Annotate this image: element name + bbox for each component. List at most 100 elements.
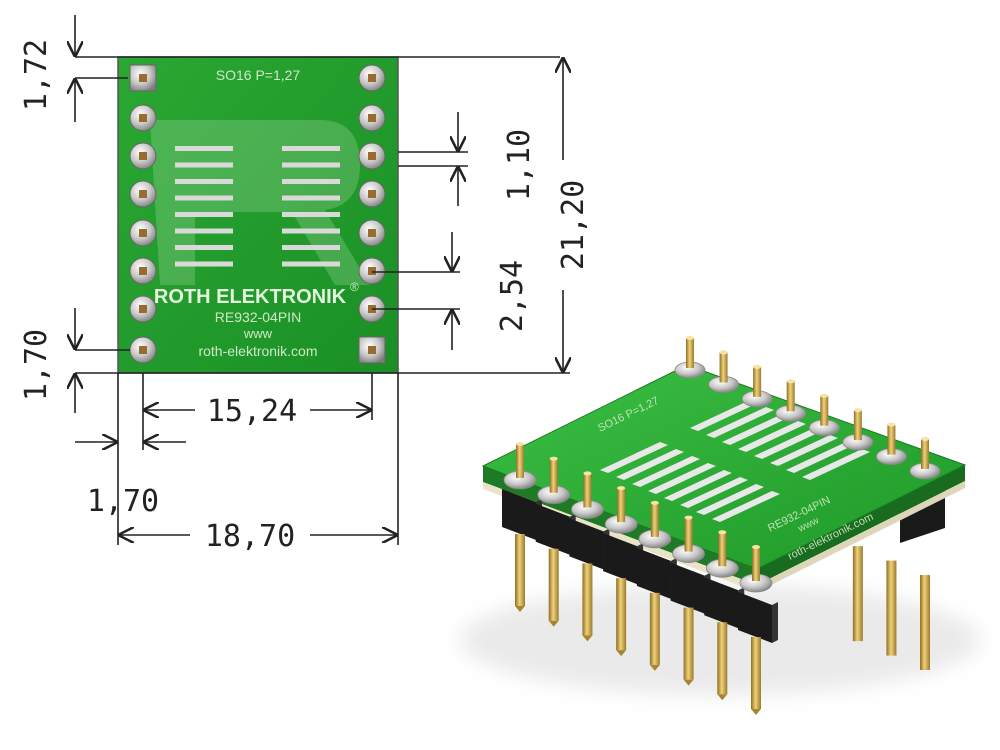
- dim-bottom-margin: 1,70: [19, 329, 54, 401]
- pin-top: [549, 458, 558, 493]
- pin-top-cap: [516, 442, 524, 446]
- photo-smd-pad: [754, 428, 822, 459]
- dim-pin-pitch: 2,54: [495, 260, 530, 332]
- pad-hole: [139, 305, 147, 313]
- pin-top-cap: [617, 486, 626, 491]
- pin-top: [684, 517, 693, 552]
- photo-smd-pad: [696, 484, 764, 515]
- smd-pad: [175, 195, 233, 201]
- pin-top: [650, 502, 659, 537]
- pad-hole: [368, 267, 376, 275]
- photo-smd-pads-left: [600, 442, 780, 522]
- dim-pin-row-spacing: 15,24: [207, 394, 297, 429]
- smd-pad: [175, 146, 233, 151]
- roth-logo-watermark: [150, 120, 370, 285]
- pin-top-back-cap: [719, 350, 728, 355]
- gold-pin-back: [852, 546, 863, 642]
- smd-pads-right: [282, 146, 340, 267]
- www-label: www: [243, 326, 273, 341]
- through-hole-pads-left: [129, 64, 157, 364]
- pin-top-cap: [684, 515, 693, 520]
- header-block-side: [772, 602, 778, 643]
- photo-smd-pad: [802, 449, 870, 480]
- gold-pin-tip: [582, 635, 593, 642]
- smd-pad: [282, 228, 340, 234]
- pin-top-cap: [752, 545, 760, 549]
- photo-smd-pad: [648, 463, 716, 494]
- pin-top-cap: [583, 471, 592, 476]
- pin-top-back: [887, 424, 896, 455]
- through-hole-pads-right: [358, 64, 386, 364]
- photo-smd-pad: [690, 400, 758, 431]
- pin-top-cap: [718, 530, 727, 535]
- gold-pin-tip: [717, 694, 728, 701]
- dimension-lines: [75, 15, 570, 545]
- photo-smd-pad: [664, 470, 732, 501]
- board-top-view: SO16 P=1,27 ROTH ELEKTRONIK ® RE932-04PI…: [117, 56, 399, 374]
- pad-hole: [139, 152, 147, 160]
- pin-top-back-cap: [820, 393, 829, 398]
- pin-top-back-cap: [753, 364, 762, 369]
- pad-hole: [139, 190, 147, 198]
- photo-smd-pad: [600, 442, 668, 473]
- gold-pin-back: [920, 575, 930, 670]
- pin-top-back-cap: [786, 379, 795, 384]
- smd-pad: [175, 212, 233, 217]
- header-block: [636, 547, 671, 599]
- pad-hole: [139, 114, 147, 122]
- board-label-top: SO16 P=1,27: [216, 67, 301, 83]
- pin-top-back: [719, 352, 728, 383]
- pin-top-cap: [549, 456, 558, 461]
- header-block: [502, 489, 536, 540]
- gold-pin: [683, 607, 694, 680]
- header-block: [670, 562, 705, 614]
- pad-hole: [368, 346, 376, 354]
- pin-top: [617, 488, 626, 523]
- pad-hole: [139, 74, 147, 82]
- pcb-core-front: [483, 482, 757, 592]
- smd-pad: [175, 179, 233, 184]
- pin-top-back: [853, 410, 862, 441]
- smd-pad: [282, 245, 340, 250]
- pin-top-back-cap: [887, 422, 896, 427]
- gold-pin: [515, 534, 525, 606]
- header-block: [603, 533, 638, 585]
- photo-smd-pad: [722, 414, 790, 445]
- smd-pad: [282, 162, 340, 168]
- pad-hole: [139, 267, 147, 275]
- pad-hole: [368, 190, 376, 198]
- photo-smd-pad: [616, 449, 684, 480]
- board-photo-3d: SO16 P=1,27 RE932-04PIN www roth-elektro…: [460, 336, 980, 715]
- pad-hole: [139, 229, 147, 237]
- pad-hole: [368, 74, 376, 82]
- pcb-core-right: [757, 481, 965, 592]
- pin-top-back: [786, 381, 795, 412]
- header-block: [569, 518, 604, 570]
- gold-pin-tip: [548, 620, 559, 627]
- smd-pad: [282, 261, 340, 267]
- front-header-row: [502, 489, 778, 715]
- gold-pin: [751, 637, 761, 709]
- pin-top-back: [753, 366, 762, 397]
- smd-pad: [282, 146, 340, 151]
- photo-smd-pads-right: [690, 400, 870, 480]
- pin-top-back-cap: [853, 408, 862, 413]
- smd-pad: [175, 228, 233, 234]
- smd-pad: [175, 245, 233, 250]
- registered-mark: ®: [350, 280, 359, 294]
- header-block: [704, 577, 739, 629]
- pad-hole: [139, 346, 147, 354]
- photo-smd-pad: [680, 477, 748, 508]
- gold-pin: [616, 578, 627, 651]
- pin-top: [752, 547, 760, 581]
- pad-hole: [368, 152, 376, 160]
- dim-side-margin: 1,70: [87, 484, 159, 519]
- photo-smd-pad: [786, 442, 854, 473]
- pad-hole: [368, 114, 376, 122]
- pcb-board: [117, 56, 399, 374]
- gold-pin-tip: [751, 709, 761, 715]
- pin-top-back: [820, 395, 829, 426]
- smd-pad: [282, 195, 340, 201]
- gold-pin: [649, 592, 660, 665]
